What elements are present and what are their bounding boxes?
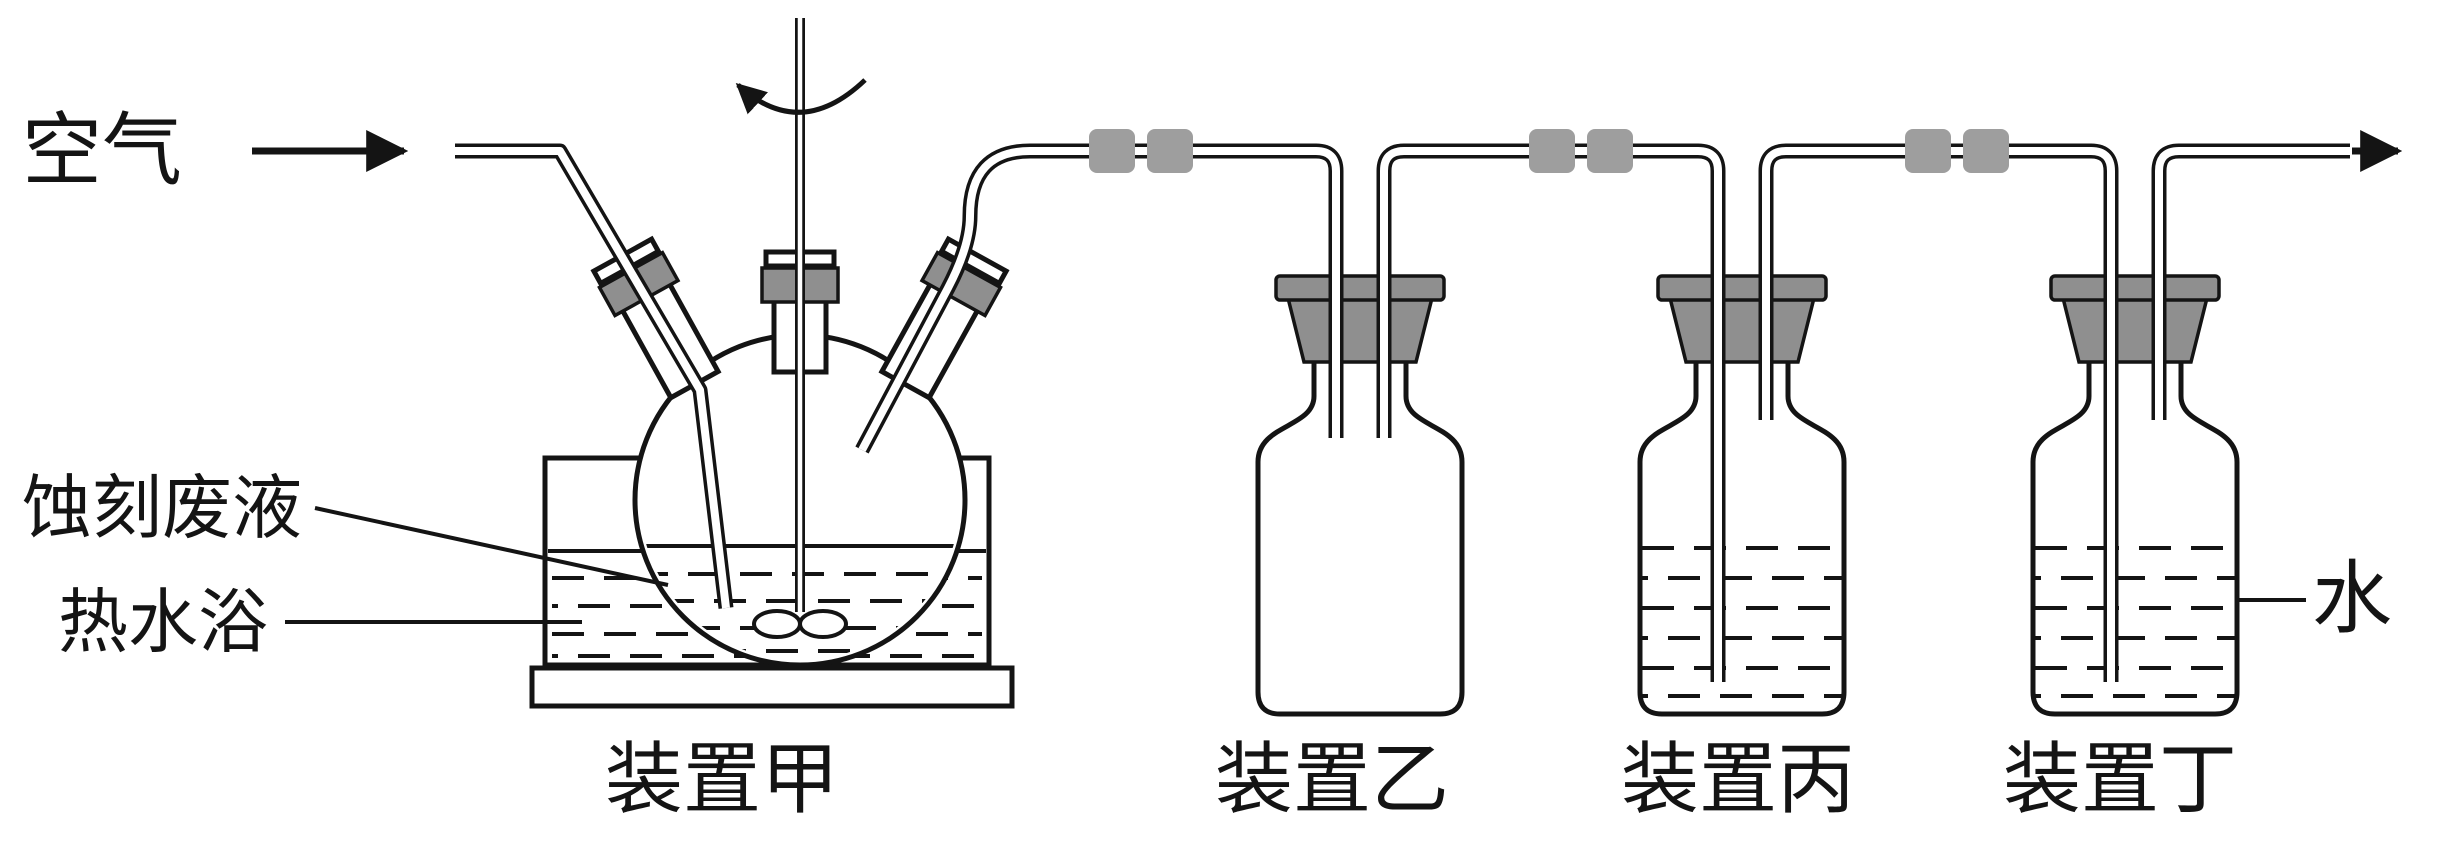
connector-3: [1905, 129, 2009, 173]
apparatus-jia-label: 装置甲: [605, 736, 839, 823]
apparatus-ding-label: 装置丁: [2003, 736, 2237, 823]
tube-flask-to-yi: [855, 143, 1344, 454]
etching-waste-label: 蚀刻废液: [22, 471, 302, 548]
tube-ding-exhaust: [2151, 143, 2350, 420]
stopper-ding: [2049, 274, 2221, 364]
air-inlet-tube: [455, 143, 734, 609]
connector-2: [1529, 129, 1633, 173]
apparatus-yi-label: 装置乙: [1215, 736, 1449, 823]
connector-1: [1089, 129, 1193, 173]
heater-base: [529, 665, 1015, 709]
gas-bottle-bing: [1640, 274, 1844, 714]
etching-waste-pointer-line: [314, 506, 669, 587]
stopper-yi: [1274, 274, 1446, 364]
gas-bottle-yi: [1258, 274, 1462, 714]
rotation-arrow-icon: [735, 78, 867, 115]
apparatus-bing-label: 装置丙: [1621, 736, 1855, 823]
stirrer-paddle: [752, 609, 848, 639]
stopper-bing: [1656, 274, 1828, 364]
bottle-bing-liquid: [1642, 546, 1842, 698]
gas-bottle-ding: [2033, 274, 2237, 714]
water-label: 水: [2312, 556, 2392, 644]
air-label: 空气: [22, 108, 182, 196]
bottle-ding-liquid: [2035, 546, 2235, 698]
hot-water-bath-label: 热水浴: [58, 585, 268, 662]
